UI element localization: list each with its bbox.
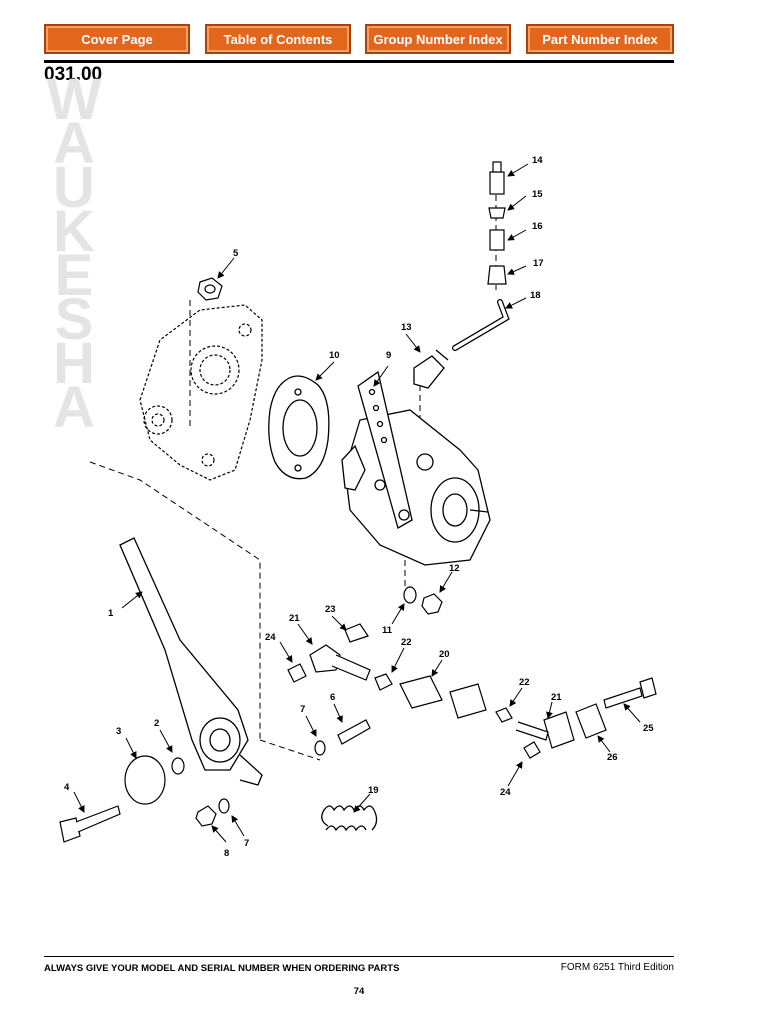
callout-label: 23 bbox=[325, 604, 336, 615]
oil-tube-icon bbox=[452, 299, 510, 351]
callout-label: 4 bbox=[64, 782, 70, 793]
spacer-26-icon bbox=[575, 703, 607, 739]
callout-label: 26 bbox=[607, 752, 618, 763]
callout-label: 15 bbox=[532, 189, 543, 200]
mounting-bracket bbox=[139, 304, 263, 481]
nut-8-icon bbox=[195, 805, 217, 827]
callout-label: 7 bbox=[300, 704, 305, 715]
group-number-index-button[interactable]: Group Number Index bbox=[365, 24, 511, 54]
fitting-16-icon bbox=[489, 229, 505, 251]
callout-label: 24 bbox=[500, 787, 511, 798]
callout-label: 9 bbox=[386, 350, 391, 361]
ordering-notice: ALWAYS GIVE YOUR MODEL AND SERIAL NUMBER… bbox=[44, 963, 400, 974]
governor-housing bbox=[341, 409, 491, 566]
form-number: FORM 6251 Third Edition bbox=[560, 962, 674, 973]
washer-7-icon bbox=[218, 798, 230, 814]
brand-letter: A bbox=[53, 111, 95, 176]
part-number-index-button[interactable]: Part Number Index bbox=[526, 24, 674, 54]
page-number: 74 bbox=[353, 986, 365, 997]
elbow-fitting-icon bbox=[413, 349, 449, 389]
connector-20-icon bbox=[399, 675, 487, 719]
rod-end-21b-icon bbox=[543, 711, 575, 749]
footer-rule bbox=[44, 956, 674, 957]
callout-label: 7 bbox=[244, 838, 249, 849]
screw-6-icon bbox=[337, 719, 371, 745]
brand-letter: E bbox=[54, 243, 94, 308]
header-rule bbox=[44, 60, 674, 63]
table-of-contents-button[interactable]: Table of Contents bbox=[205, 24, 351, 54]
washer-2-icon bbox=[171, 757, 185, 775]
callout-label: 6 bbox=[330, 692, 335, 703]
nut-5-icon bbox=[197, 277, 223, 301]
nut-24b-icon bbox=[523, 741, 541, 759]
callout-label: 11 bbox=[382, 625, 393, 636]
brand-letter: S bbox=[54, 287, 94, 352]
callout-label: 10 bbox=[329, 350, 340, 361]
fitting-17-icon bbox=[487, 265, 507, 285]
leader-arrows bbox=[73, 163, 641, 843]
brand-letter: U bbox=[53, 155, 95, 220]
callout-label: 22 bbox=[401, 637, 412, 648]
callout-label: 2 bbox=[154, 718, 159, 729]
fitting-14-icon bbox=[489, 171, 505, 195]
callout-label: 1 bbox=[108, 608, 114, 619]
callout-label: 3 bbox=[116, 726, 121, 737]
washer-7b-icon bbox=[314, 740, 326, 756]
fittings-stack bbox=[487, 161, 507, 285]
callout-labels: 1 2 3 4 5 6 7 7 8 9 10 11 12 13 14 15 16… bbox=[64, 155, 654, 859]
washer-3-icon bbox=[124, 755, 166, 805]
nut-22-icon bbox=[374, 673, 393, 691]
callout-label: 24 bbox=[265, 632, 276, 643]
callout-label: 5 bbox=[233, 248, 239, 259]
callout-label: 13 bbox=[401, 322, 412, 333]
brand-letter: W bbox=[46, 67, 102, 132]
control-lever-icon bbox=[119, 537, 263, 786]
section-number: 031.00 bbox=[44, 64, 103, 85]
waukesha-watermark: W A U K E S H A bbox=[43, 67, 105, 440]
bolt-4-icon bbox=[59, 817, 81, 843]
callout-label: 21 bbox=[289, 613, 300, 624]
nut-12-icon bbox=[421, 593, 443, 615]
brand-letter: K bbox=[53, 199, 95, 264]
lockwasher-11-icon bbox=[403, 586, 417, 604]
cover-page-button[interactable]: Cover Page bbox=[44, 24, 190, 54]
brand-letter: A bbox=[53, 375, 95, 440]
callout-label: 16 bbox=[532, 221, 543, 232]
gasket-icon bbox=[268, 375, 330, 480]
callout-label: 18 bbox=[530, 290, 541, 301]
callout-label: 22 bbox=[519, 677, 530, 688]
bolt-25-icon bbox=[603, 687, 643, 709]
nut-22b-icon bbox=[495, 707, 513, 723]
brand-letter: H bbox=[53, 331, 95, 396]
speed-lever-icon bbox=[357, 370, 413, 529]
washer-15-icon bbox=[488, 207, 506, 219]
callout-label: 20 bbox=[439, 649, 450, 660]
nut-24-icon bbox=[287, 663, 307, 683]
callout-label: 14 bbox=[532, 155, 543, 166]
callout-label: 17 bbox=[533, 258, 544, 269]
stud-23-icon bbox=[344, 623, 369, 643]
callout-label: 25 bbox=[643, 723, 654, 734]
spring-19-icon bbox=[321, 805, 378, 831]
callout-label: 19 bbox=[368, 785, 379, 796]
callout-label: 12 bbox=[449, 563, 460, 574]
callout-label: 21 bbox=[551, 692, 562, 703]
callout-label: 8 bbox=[224, 848, 229, 859]
